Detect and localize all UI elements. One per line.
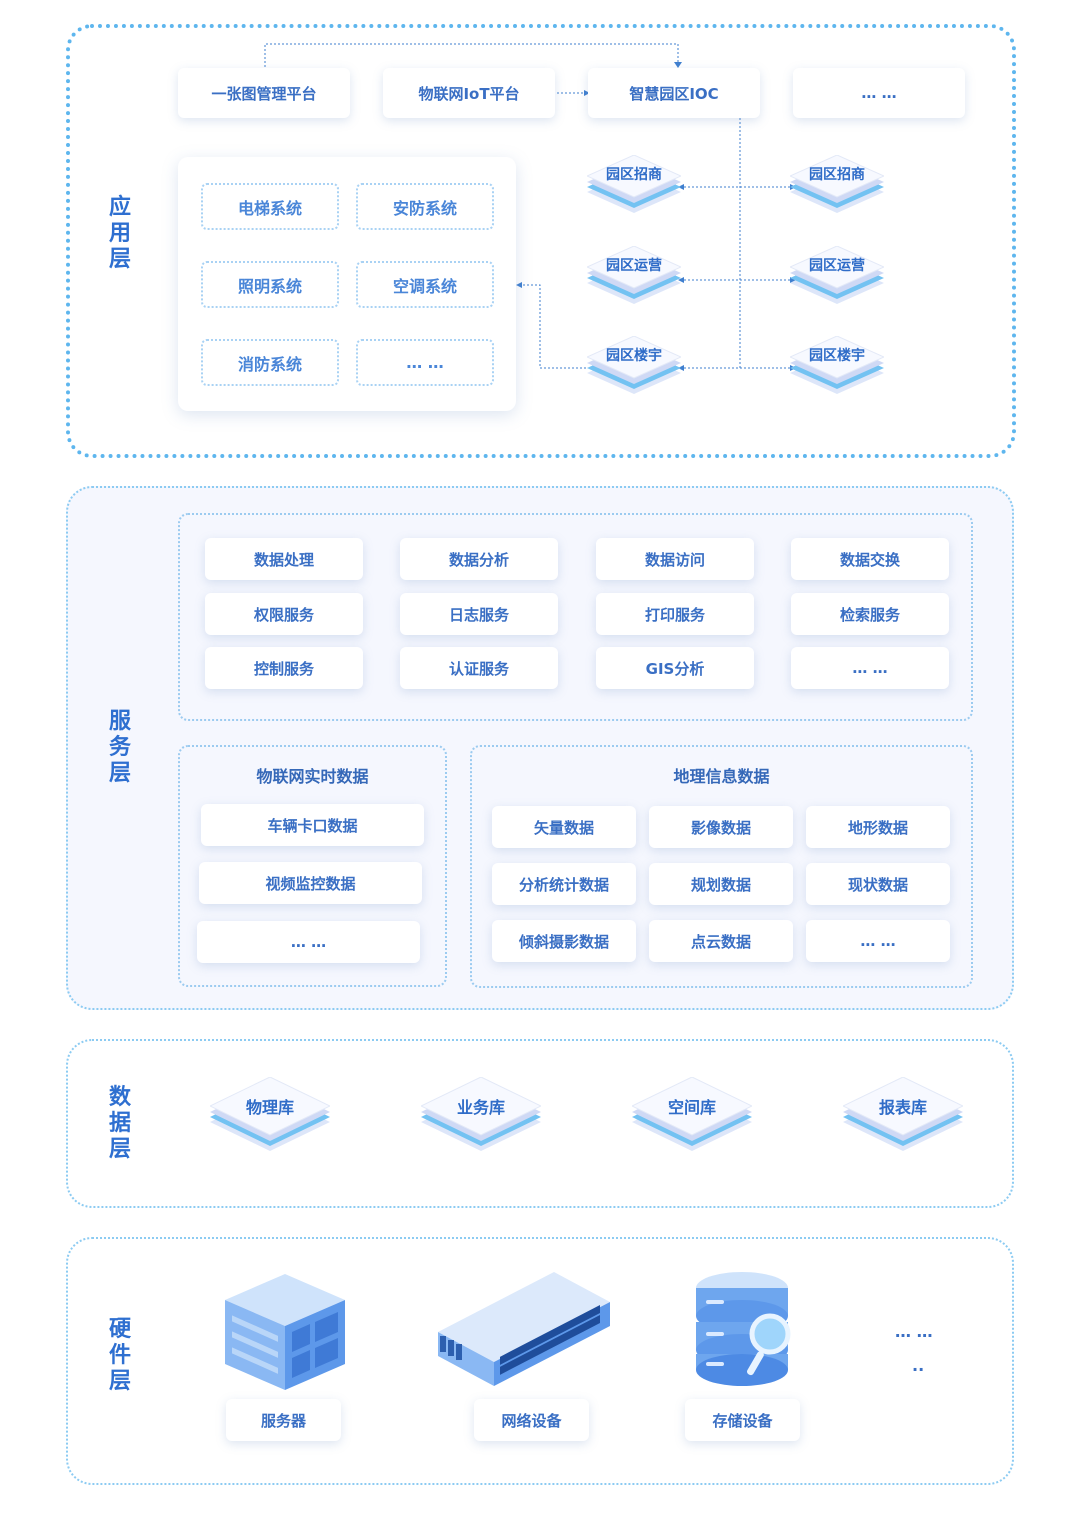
geo-item-1-2: 现状数据 xyxy=(806,863,950,905)
data-store-2-label: 空间库 xyxy=(667,1098,716,1117)
service-item-2-1: 认证服务 xyxy=(400,647,558,689)
data-store-3-label: 报表库 xyxy=(878,1098,927,1117)
data-layer xyxy=(66,1039,1014,1208)
data-store-0-label: 物理库 xyxy=(245,1098,294,1117)
top-card-more: … … xyxy=(793,68,965,118)
server-icon xyxy=(225,1274,345,1390)
geo-item-1-1: 规划数据 xyxy=(649,863,793,905)
geo-item-0-2: 地形数据 xyxy=(806,806,950,848)
system-fire: 消防系统 xyxy=(201,339,339,386)
data-store-1-stack-icon xyxy=(419,1076,543,1151)
iso-left-2-stack-icon xyxy=(585,335,683,394)
hw-more: … … xyxy=(895,1322,933,1341)
data-layer-title: 数据层 xyxy=(108,1085,131,1162)
geo-item-0-0: 矢量数据 xyxy=(492,806,636,848)
iso-right-1-stack-icon xyxy=(788,245,886,304)
geo-item-2-1: 点云数据 xyxy=(649,920,793,962)
geo-item-1-0: 分析统计数据 xyxy=(492,863,636,905)
iso-right-1-label: 园区运营 xyxy=(809,258,865,274)
top-card-map-platform: 一张图管理平台 xyxy=(178,68,350,118)
data-store-0: 物理库 xyxy=(208,1076,332,1167)
top-card-iot-platform: 物联网IoT平台 xyxy=(383,68,555,118)
iot-panel-title: 物联网实时数据 xyxy=(256,767,369,786)
iso-right-1: 园区运营 xyxy=(788,245,886,320)
data-store-0-stack-icon xyxy=(208,1076,332,1151)
geo-panel-title: 地理信息数据 xyxy=(673,767,770,786)
storage-database-icon xyxy=(696,1272,791,1386)
system-aircon: 空调系统 xyxy=(356,261,494,308)
iso-left-2-label: 园区楼宇 xyxy=(606,348,662,364)
data-store-2: 空间库 xyxy=(630,1076,754,1167)
service-item-1-1: 日志服务 xyxy=(400,593,558,635)
hw-label-network: 网络设备 xyxy=(474,1399,589,1441)
hardware-layer-title: 硬件层 xyxy=(108,1317,131,1394)
system-lighting: 照明系统 xyxy=(201,261,339,308)
iso-left-1-label: 园区运营 xyxy=(606,258,662,274)
application-layer-title: 应用层 xyxy=(108,195,131,272)
iso-left-2: 园区楼宇 xyxy=(585,335,683,410)
iso-right-0-label: 园区招商 xyxy=(809,167,865,183)
iot-item-video: 视频监控数据 xyxy=(199,862,422,904)
service-layer-title: 服务层 xyxy=(108,709,131,786)
iso-right-2: 园区楼宇 xyxy=(788,335,886,410)
iso-left-1-stack-icon xyxy=(585,245,683,304)
geo-panel xyxy=(470,745,973,988)
service-item-0-0: 数据处理 xyxy=(205,538,363,580)
iot-item-more: … … xyxy=(197,921,420,963)
system-elevator: 电梯系统 xyxy=(201,183,339,230)
hardware-layer xyxy=(66,1237,1014,1485)
iso-left-0-stack-icon xyxy=(585,154,683,213)
system-more: … … xyxy=(356,339,494,386)
iso-left-1: 园区运营 xyxy=(585,245,683,320)
data-store-3-stack-icon xyxy=(841,1076,965,1151)
hw-label-server: 服务器 xyxy=(226,1399,341,1441)
service-item-0-3: 数据交换 xyxy=(791,538,949,580)
data-store-3: 报表库 xyxy=(841,1076,965,1167)
geo-item-0-1: 影像数据 xyxy=(649,806,793,848)
top-card-ioc: 智慧园区IOC xyxy=(588,68,760,118)
network-switch-icon xyxy=(438,1272,610,1386)
service-item-1-2: 打印服务 xyxy=(596,593,754,635)
service-item-2-3: … … xyxy=(791,647,949,689)
data-store-1-label: 业务库 xyxy=(456,1098,505,1117)
service-item-1-0: 权限服务 xyxy=(205,593,363,635)
geo-item-2-2: … … xyxy=(806,920,950,962)
iso-left-0-label: 园区招商 xyxy=(606,167,662,183)
iso-right-2-label: 园区楼宇 xyxy=(809,348,865,364)
service-item-0-1: 数据分析 xyxy=(400,538,558,580)
hw-label-storage: 存储设备 xyxy=(685,1399,800,1441)
iso-right-0-stack-icon xyxy=(788,154,886,213)
iot-panel xyxy=(178,745,447,987)
data-store-2-stack-icon xyxy=(630,1076,754,1151)
geo-item-2-0: 倾斜摄影数据 xyxy=(492,920,636,962)
service-item-2-0: 控制服务 xyxy=(205,647,363,689)
system-security: 安防系统 xyxy=(356,183,494,230)
iso-right-2-stack-icon xyxy=(788,335,886,394)
iso-left-0: 园区招商 xyxy=(585,154,683,229)
service-item-0-2: 数据访问 xyxy=(596,538,754,580)
application-layer xyxy=(66,24,1016,458)
data-store-1: 业务库 xyxy=(419,1076,543,1167)
service-item-2-2: GIS分析 xyxy=(596,647,754,689)
iso-right-0: 园区招商 xyxy=(788,154,886,229)
hw-more-dots: .. xyxy=(912,1356,925,1375)
iot-item-vehicle: 车辆卡口数据 xyxy=(201,804,424,846)
service-item-1-3: 检索服务 xyxy=(791,593,949,635)
